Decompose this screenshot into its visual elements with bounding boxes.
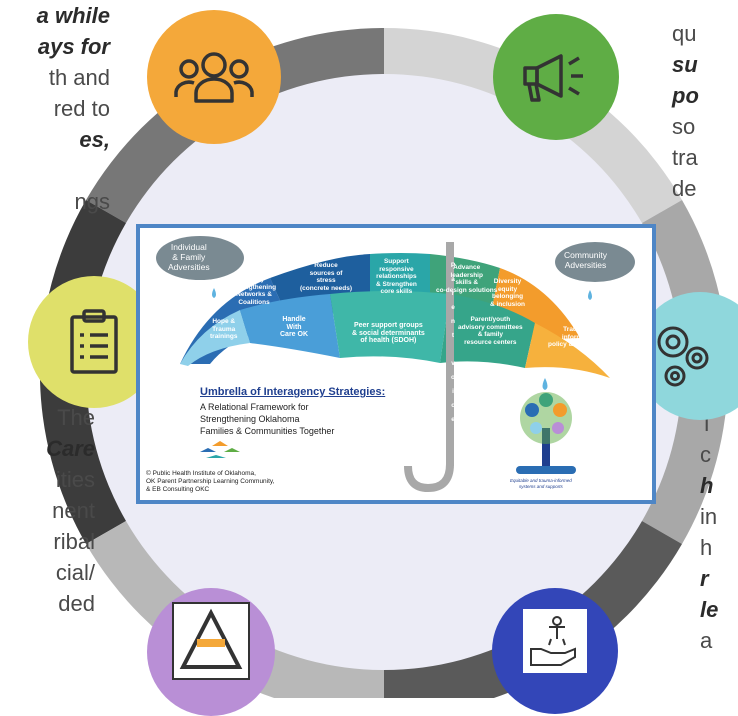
right-text-line: de <box>672 176 697 201</box>
parent-voice-letter: o <box>451 374 455 381</box>
left-text-line: The <box>57 405 95 430</box>
parent-voice-letter: P <box>450 262 456 269</box>
segment-label-trauma: Trauma- informed policy & practices <box>548 326 604 348</box>
copyright-line: © Public Health Institute of Oklahoma, <box>146 470 256 477</box>
right-text-line: c <box>700 442 711 467</box>
canopy-segment-hope <box>180 310 250 366</box>
right-text-line: so <box>672 114 696 139</box>
right-text-line: po <box>672 83 699 108</box>
right-text-line: h <box>700 535 713 560</box>
parent-voice-letter: e <box>451 416 455 423</box>
segment-label-diversity: Diversity equity belonging & inclusion <box>490 278 526 308</box>
people-icon-circle <box>147 10 281 144</box>
gears-icon <box>657 326 709 387</box>
left-text-line: Care <box>46 436 95 461</box>
left-text-line: a while <box>36 3 110 28</box>
right-text-line: r <box>700 566 709 591</box>
umbrella-graphic <box>156 236 635 493</box>
left-text-line: ays for <box>37 34 110 59</box>
pyramid-icon-circle <box>147 588 275 716</box>
left-text-line: ded <box>58 591 95 616</box>
panel-subtitle-line: A Relational Framework for <box>200 402 309 412</box>
parent-voice-letter: a <box>451 276 455 283</box>
parent-voice-letter: n <box>451 318 455 325</box>
tree-caption: Equitable and trauma-informed systems an… <box>510 478 572 489</box>
segment-label-reduce: Reduce sources of stress (concrete needs… <box>300 262 353 292</box>
ring-segment-top-right <box>384 27 682 224</box>
megaphone-icon <box>523 54 583 102</box>
segment-label-parent: Parent/youth advisory committees & famil… <box>458 316 523 346</box>
cloud-label-right: Community Adversities <box>564 250 607 270</box>
right-text-line: le <box>700 597 719 622</box>
segment-label-family: Family Strengthening Networks & Coalitio… <box>232 276 277 306</box>
segment-label-advance: Advance leadership skills & co-design so… <box>436 264 498 294</box>
parent-voice-letter: r <box>451 290 455 297</box>
ring-segment-top-left <box>86 27 384 224</box>
segment-label-hope: Hope & Trauma trainings <box>210 318 238 340</box>
baby-hand-icon-circle <box>492 588 618 714</box>
canopy-segment-parent <box>440 294 535 368</box>
right-text-line: h <box>700 473 714 498</box>
cloud-left <box>156 236 244 280</box>
umbrella-shaft <box>446 242 454 466</box>
panel-subtitle-line: Families & Communities Together <box>200 426 335 436</box>
left-text-line: ities <box>55 467 95 492</box>
copyright-line: & EB Consulting OKC <box>146 486 210 493</box>
left-text-line: red to <box>53 96 110 121</box>
cloud-right <box>555 242 635 282</box>
canopy-segment-peer <box>330 291 450 363</box>
left-text-top: a while ays for th and red to es, ngs <box>0 0 110 217</box>
raindrop <box>588 290 592 300</box>
panel-title-colon: : <box>381 386 386 398</box>
left-text-line: ribal <box>53 529 95 554</box>
pyramid-icon <box>172 602 250 680</box>
right-text-line: qu <box>672 21 697 46</box>
baby-hand-icon <box>523 609 587 673</box>
canopy-segment-trauma <box>525 323 610 378</box>
umbrella-handle <box>404 463 454 493</box>
hands-logo <box>200 441 240 458</box>
segment-label-peer: Peer support groups & social determinant… <box>352 322 425 344</box>
parent-voice-letter: c <box>451 402 455 409</box>
panel-title-text: Umbrella of Interagency Strategies <box>200 386 382 398</box>
parent-voice-letter: t <box>451 332 455 339</box>
panel-subtitle: A Relational Framework for Strengthening… <box>200 401 334 437</box>
panel-copyright: © Public Health Institute of Oklahoma, O… <box>146 470 275 494</box>
left-text-line: ngs <box>74 189 110 214</box>
right-text-bottom: T c h in h r le a <box>700 408 738 656</box>
segment-label-handle: Handle With Care OK <box>280 316 309 338</box>
tree-icon <box>516 392 576 474</box>
cloud-label-left: Individual & Family Adversities <box>168 242 210 272</box>
parent-voice-letter: v <box>451 360 455 367</box>
people-icon <box>174 52 254 103</box>
left-text-line: es, <box>79 127 110 152</box>
parent-voice-letter: e <box>451 304 455 311</box>
left-text-line: nent <box>52 498 95 523</box>
left-text-line: th and <box>48 65 110 90</box>
right-text-line: tra <box>672 145 698 170</box>
umbrella-framework-panel: Individual & Family Adversities Communit… <box>136 224 656 504</box>
raindrop <box>542 378 548 390</box>
panel-title: Umbrella of Interagency Strategies: <box>200 386 385 398</box>
segment-label-support: Support responsive relationships & Stren… <box>376 258 417 295</box>
right-text-line: su <box>672 52 698 77</box>
right-text-line: a <box>700 628 713 653</box>
right-text-line: in <box>700 504 718 529</box>
panel-subtitle-line: Strengthening Oklahoma <box>200 414 300 424</box>
megaphone-icon-circle <box>493 14 619 140</box>
left-text-line: cial/ <box>55 560 95 585</box>
right-text-top: qu su po so tra de <box>672 18 738 204</box>
canopy-segment-handle <box>240 294 340 358</box>
clipboard-icon <box>70 309 118 374</box>
raindrop <box>212 288 216 298</box>
parent-voice-letter: i <box>452 388 454 395</box>
copyright-line: OK Parent Partnership Learning Community… <box>146 478 275 485</box>
